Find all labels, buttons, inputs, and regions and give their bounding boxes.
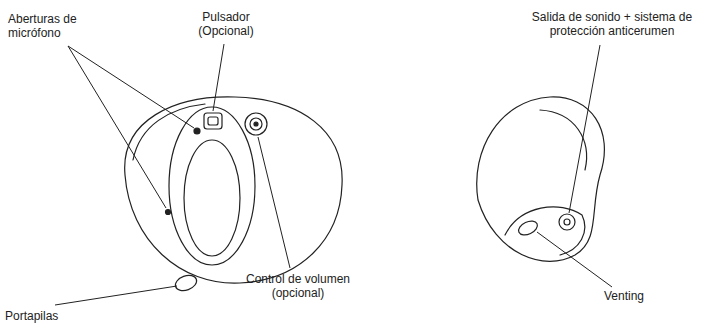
part-label: Salida de sonido + sistema de protección…: [517, 10, 707, 38]
faceplate-view: [125, 97, 342, 293]
part-label: Aberturas de micrófono: [8, 12, 96, 40]
leader-line: [537, 232, 612, 287]
canal-tip: [505, 207, 585, 255]
leader-line: [569, 45, 600, 213]
wax-guard: [564, 219, 570, 225]
volume-control-inner: [250, 118, 262, 130]
part-label: Portapilas: [5, 309, 95, 323]
part-label: Venting: [604, 289, 694, 303]
leader-line: [55, 286, 177, 305]
microphone-opening: [166, 210, 171, 215]
shell-contour: [540, 110, 587, 170]
push-button-inner: [208, 117, 218, 125]
leader-lines: [55, 44, 612, 305]
canal-view: [477, 97, 605, 261]
leader-line: [68, 46, 194, 128]
shell-outline: [477, 97, 605, 261]
leader-line: [258, 137, 290, 268]
leader-line: [68, 46, 166, 208]
faceplate: [169, 107, 255, 265]
sound-outlet: [559, 214, 575, 230]
volume-control-hub: [254, 122, 258, 126]
leader-line: [213, 44, 224, 111]
push-button: [204, 113, 222, 129]
battery-tab: [173, 273, 198, 294]
volume-control: [245, 113, 267, 135]
shell-outline: [125, 97, 342, 283]
microphone-opening: [194, 128, 200, 134]
shell-rim: [133, 104, 205, 160]
part-label: Control de volumen (opcional): [233, 272, 363, 300]
part-label: Pulsador (Opcional): [186, 10, 266, 38]
battery-door: [184, 140, 240, 256]
vent-opening: [516, 218, 539, 237]
